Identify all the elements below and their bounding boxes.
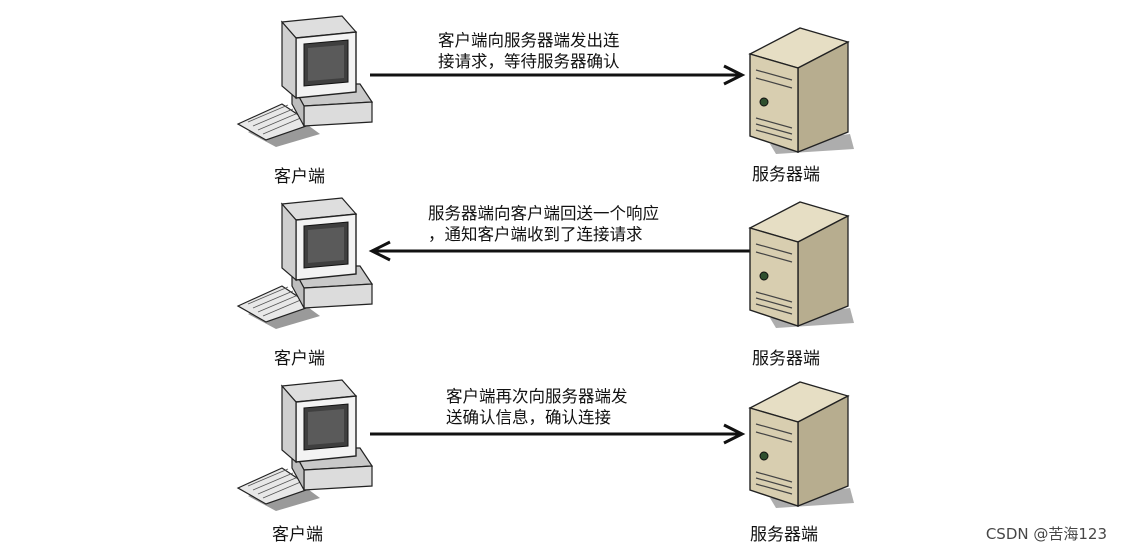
client-label: 客户端 (274, 349, 325, 369)
desktop-computer-icon (236, 197, 374, 329)
tower-server-icon (748, 27, 854, 154)
message-line: 接请求，等待服务器确认 (438, 52, 620, 71)
client-label: 客户端 (272, 525, 323, 545)
message-line: 服务器端向客户端回送一个响应 (428, 204, 659, 223)
message: 客户端向服务器端发出连 接请求，等待服务器确认 (438, 30, 620, 72)
watermark: CSDN @苦海123 (985, 525, 1107, 543)
server-label: 服务器端 (750, 525, 818, 545)
server-label: 服务器端 (752, 165, 820, 185)
message-line: 送确认信息，确认连接 (446, 408, 611, 427)
arrow-right-icon (370, 423, 746, 445)
arrow-right-icon (370, 64, 746, 86)
tower-server-icon (748, 201, 854, 328)
arrow-left-icon (368, 240, 750, 262)
desktop-computer-icon (236, 379, 374, 511)
step-2: 客户端 服务器端向客户端回送一个响应 ，通知客户端收到了连接请求 服务器端 (0, 184, 1121, 369)
message-line: 客户端向服务器端发出连 (438, 31, 620, 50)
message: 客户端再次向服务器端发 送确认信息，确认连接 (446, 386, 628, 428)
step-3: 客户端 客户端再次向服务器端发 送确认信息，确认连接 服务器端 (0, 364, 1121, 548)
message-line: 客户端再次向服务器端发 (446, 387, 628, 406)
server-label: 服务器端 (752, 349, 820, 369)
message: 服务器端向客户端回送一个响应 ，通知客户端收到了连接请求 (428, 203, 659, 245)
desktop-computer-icon (236, 15, 374, 147)
step-1: 客户端 客户端向服务器端发出连 接请求，等待服务器确认 服务器端 (0, 0, 1121, 187)
message-line: ，通知客户端收到了连接请求 (428, 225, 643, 244)
client-label: 客户端 (274, 167, 325, 187)
tower-server-icon (748, 381, 854, 508)
